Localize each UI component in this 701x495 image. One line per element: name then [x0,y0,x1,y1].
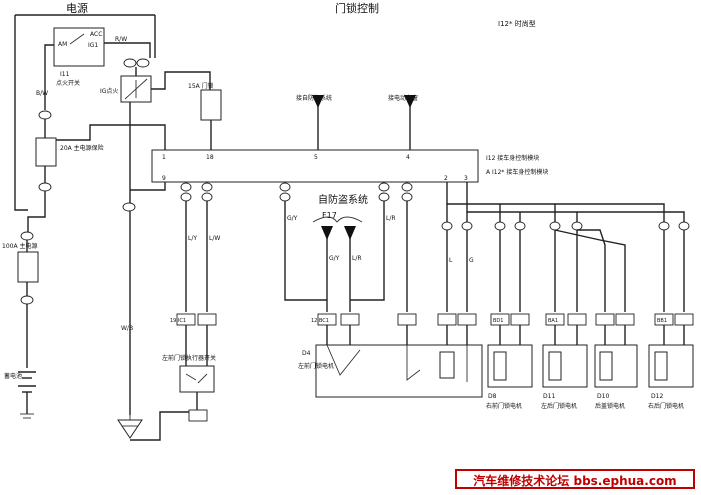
ignition-pin-acc: ACC [90,31,102,38]
motor-d12-ref: D12 [651,393,663,400]
input-window: 接电动车窗 [388,94,418,150]
wire-20a-main [27,191,46,232]
connector-2i [38,182,52,192]
lower-wires [185,325,685,366]
wire-bcm-3-bus [466,182,685,222]
motor-d11: D11 左后门锁电机 [541,344,588,410]
fuse-15a: 15A 门锁 [188,82,222,121]
connector-label-12bc1: 12 BC1 [311,318,329,324]
bcm-pin-18: 18 [206,154,214,161]
driver-lock-switch: 左前门锁执行器开关 [162,354,216,393]
wire-label-lr-a: L/R [352,255,362,262]
motor-d8: D8 右前门锁电机 [486,344,533,410]
wire-label-ly: L/Y [188,235,197,242]
power-frame [14,15,28,211]
motor-d12-name: 右后门锁电机 [648,402,684,410]
bcm-pin-2: 2 [444,175,448,182]
antitheft-arrows: G/Y L/R [321,226,362,312]
forum-watermark: 汽车维修技术论坛 bbs.ephua.com [455,469,695,489]
wire-bcm-9 [130,182,166,191]
ground-symbol [117,415,143,439]
motor-d8-ref: D8 [488,393,497,400]
fuse-20a: 20A 主电源保险 [35,137,104,167]
ignition-name: 点火开关 [56,79,80,87]
motor-d8-name: 右前门锁电机 [486,402,522,410]
wire-label-rw: R/W [115,36,127,43]
wire-relay-feed [151,71,211,90]
body-control-module: 1 18 5 4 9 2 3 [151,149,479,183]
section-title-power: 电源 [66,1,88,15]
wire-label-gy-a: G/Y [329,255,340,262]
ignition-pin-ig1: IG1 [88,42,98,49]
ig-relay: IG点火 [100,75,152,103]
battery: 蓄电池 [4,371,36,419]
driver-motor-name: 左前门锁电机 [298,362,334,370]
input-antitheft: 接自防盗系统 [296,94,332,150]
battery-label: 蓄电池 [4,372,22,380]
motor-d12: D12 右后门锁电机 [648,344,694,410]
ignition-pin-am: AM [58,41,67,48]
wire-label-lw: L/W [209,235,220,242]
wire-label-l: L [449,257,453,264]
motor-d11-name: 左后门锁电机 [541,402,577,410]
fuse-100a: 100A 主电源 [2,242,39,283]
bus-connectors [441,221,690,231]
ignition-ref: I11 [60,71,70,78]
connector-label-bd1: BD1 [493,318,503,324]
bcm-label-i12: I12 接车身控制模块 [486,154,539,162]
bcm-pin-4: 4 [406,154,410,161]
wire-label-bw: B/W [36,90,48,97]
connector-label-19ic1: 19 IC1 [170,318,186,324]
bcm-pin-5: 5 [314,154,318,161]
wire-am-in [44,44,54,110]
motor-d11-ref: D11 [543,393,555,400]
wire-label-g: G [469,257,474,264]
driver-door-lock-unit: D4 左前门锁电机 [298,344,483,398]
bcm-label-i12star: A I12* 接车身控制模块 [486,168,548,176]
fuse-100a-label: 100A 主电源 [2,242,37,250]
section-title-lock-control: 门锁控制 [335,1,379,15]
input-window-label: 接电动车窗 [388,94,418,102]
connector-row [176,313,694,326]
wire-gy-bcm [284,201,327,301]
wire-label-gy: G/Y [287,215,298,222]
bcm-pin-3: 3 [464,175,468,182]
ig-relay-label: IG点火 [100,87,118,95]
bcm-pin-9: 9 [162,175,166,182]
wire-switch-ground [130,392,198,441]
driver-motor-ref: D4 [302,350,311,357]
connector-b02 [20,231,34,241]
model-note: I12* 时尚型 [498,19,536,28]
wire-label-wb-ground: W/B [121,325,133,332]
motor-d10-ref: D10 [597,393,609,400]
connector-ground [188,409,208,422]
connector-1i [38,110,52,120]
bcm-connectors [180,182,413,202]
motor-d10-name: 后盖锁电机 [595,402,625,410]
driver-lock-switch-label: 左前门锁执行器开关 [162,354,216,362]
antitheft-fuse-f17: F17 [322,211,337,220]
wire-20a-bcm [56,124,166,150]
connector-label-ba1: BA1 [548,318,558,324]
connector-label-bb1: BB1 [657,318,667,324]
antitheft-system-label: 自防盗系统 [318,193,368,206]
wire-ig1-out [104,42,151,58]
input-antitheft-label: 接自防盗系统 [296,94,332,102]
antitheft-brace [312,216,363,223]
motor-d10: D10 后盖锁电机 [594,344,638,410]
connector-11 [122,202,136,212]
fuse-20a-label: 20A 主电源保险 [60,144,104,152]
motor-feed-wires: L G [446,229,685,312]
bcm-pin-1: 1 [162,154,166,161]
fuse-15a-label: 15A 门锁 [188,82,214,90]
connector-2a [136,58,150,68]
wire-lr-bcm [350,201,385,301]
wire-label-lr: L/R [386,215,396,222]
connector-a [20,295,34,305]
ignition-switch: AM ACC IG1 I11 点火开关 [53,27,105,87]
connector-14 [123,58,137,68]
